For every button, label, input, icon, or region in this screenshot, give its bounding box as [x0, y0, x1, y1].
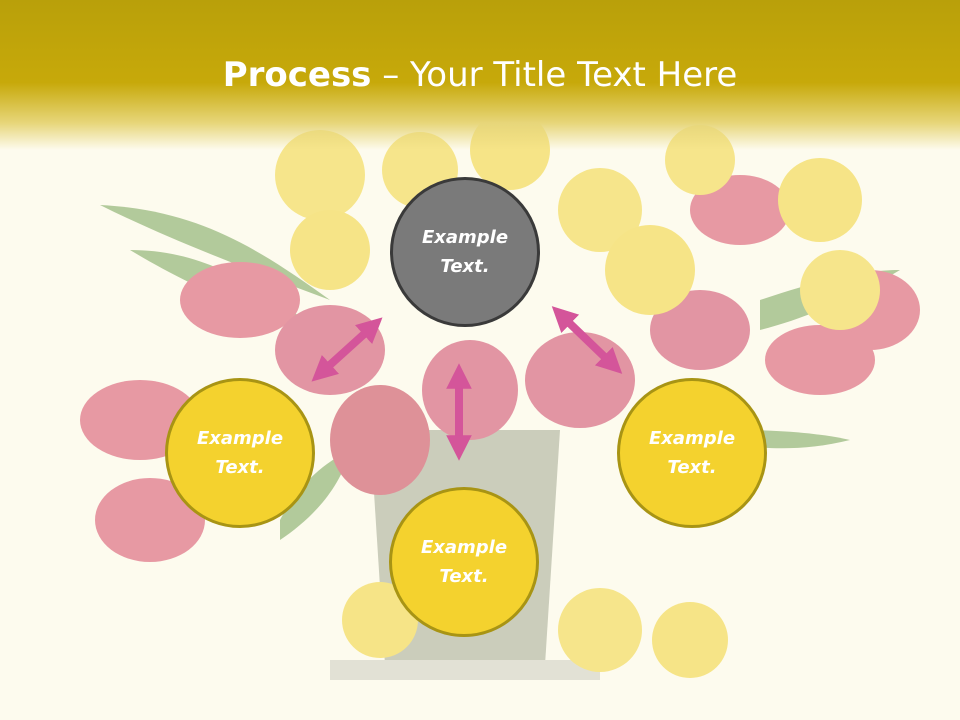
right-node-line2: Text.	[667, 457, 717, 478]
arrow-top-left	[311, 317, 383, 382]
bottom-node-line2: Text.	[439, 566, 489, 587]
right-node[interactable]: Example Text.	[617, 378, 767, 528]
center-node-line1: Example	[421, 227, 509, 248]
arrow-top-right	[551, 306, 623, 374]
left-node-line1: Example	[196, 428, 284, 449]
center-node-line2: Text.	[440, 256, 490, 277]
title-bold-text: Process	[222, 55, 372, 95]
title-bar	[0, 0, 960, 150]
bottom-node-line1: Example	[420, 537, 508, 558]
center-node[interactable]: Example Text.	[390, 177, 540, 327]
left-node[interactable]: Example Text.	[165, 378, 315, 528]
right-node-line1: Example	[648, 428, 736, 449]
title-text: – Your Title Text Here	[371, 55, 738, 95]
bottom-node[interactable]: Example Text.	[389, 487, 539, 637]
left-node-line2: Text.	[215, 457, 265, 478]
slide-title: Process – Your Title Text Here	[0, 52, 960, 98]
